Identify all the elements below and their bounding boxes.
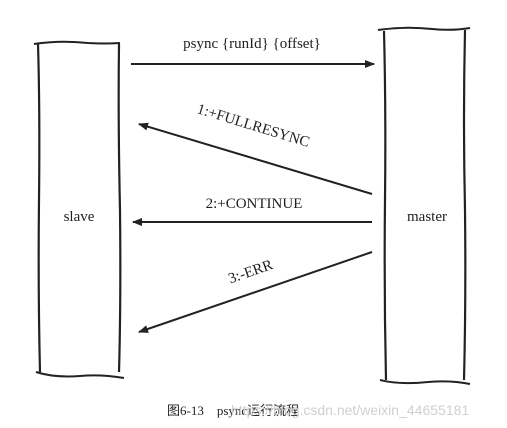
err-label: 3:-ERR — [226, 257, 275, 287]
master-bracket-top — [377, 26, 471, 31]
slave-bracket-top — [33, 40, 121, 45]
master-bracket-bottom — [379, 379, 471, 385]
message-fullresync: 1:+FULLRESYNC — [138, 101, 373, 195]
psync-label: psync {runId} {offset} — [183, 36, 321, 52]
fullresync-label: 1:+FULLRESYNC — [195, 101, 311, 150]
master-label: master — [407, 209, 447, 225]
message-err: 3:-ERR — [138, 251, 373, 333]
master-lifeline: master — [377, 26, 471, 385]
watermark-text: https://blog.csdn.net/weixin_44655181 — [231, 402, 469, 418]
slave-bracket-left — [36, 43, 42, 373]
slave-bracket-right — [117, 43, 122, 373]
slave-label: slave — [64, 209, 95, 225]
slave-lifeline: slave — [33, 40, 125, 379]
master-bracket-right — [462, 29, 467, 381]
message-psync: psync {runId} {offset} — [131, 36, 375, 68]
continue-label: 2:+CONTINUE — [206, 196, 303, 212]
slave-bracket-bottom — [35, 371, 125, 379]
fullresync-arrow — [138, 122, 373, 195]
master-bracket-left — [382, 30, 388, 381]
message-continue: 2:+CONTINUE — [132, 196, 372, 226]
figure-caption: 图6-13 psync运行流程 — [167, 403, 299, 418]
err-arrow — [138, 251, 373, 333]
